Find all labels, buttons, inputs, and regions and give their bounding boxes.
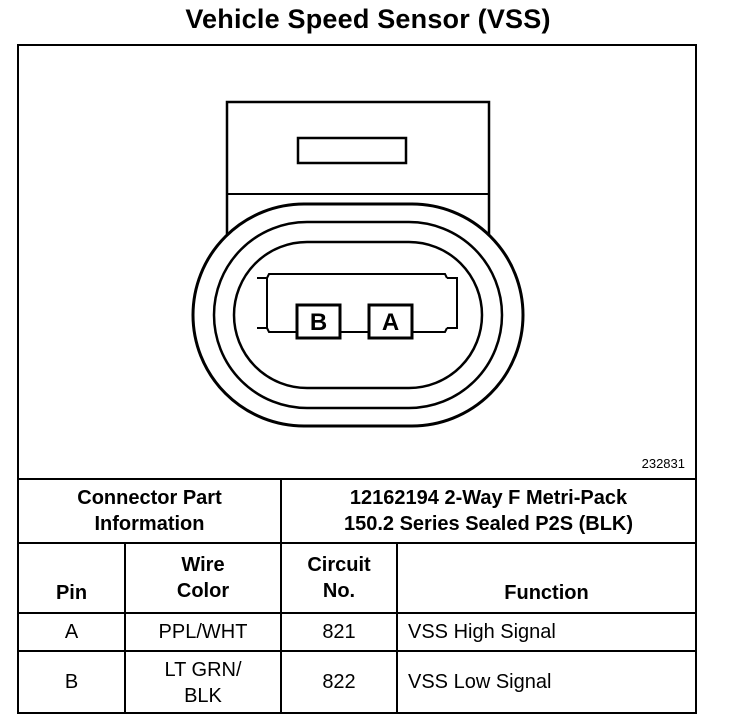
part-info-label-line2: Information [94, 513, 205, 535]
row-b-circuit: 822 [280, 650, 398, 713]
row-a-pin: A [19, 612, 126, 652]
part-info-value-line1: 12162194 2-Way F Metri-Pack [349, 487, 628, 509]
column-header-pin: Pin [19, 542, 126, 614]
column-header-circuit: Circuit No. [280, 542, 398, 614]
connector-info-table: Connector Part Information 12162194 2-Wa… [19, 478, 696, 713]
column-header-circuit-line1: Circuit [307, 554, 371, 576]
column-header-wire: Wire Color [124, 542, 282, 614]
column-header-circuit-line2: No. [322, 580, 356, 602]
row-a-function: VSS High Signal [395, 612, 696, 652]
connector-cavity [232, 240, 484, 390]
pin-a-window [367, 303, 414, 340]
figure-number: 232831 [641, 456, 685, 471]
part-info-value-line2: 150.2 Series Sealed P2S (BLK) [343, 513, 634, 535]
row-a-wire-color: PPL/WHT [124, 612, 282, 652]
column-header-row: Pin Wire Color Circuit No. Function [19, 542, 696, 614]
pin-b-window [295, 303, 342, 340]
table-row: A PPL/WHT 821 VSS High Signal [19, 612, 696, 652]
row-b-pin: B [19, 650, 126, 713]
part-info-label-cell: Connector Part Information [19, 478, 282, 544]
diagram-frame: B A 232831 Connector Part Information 12… [17, 44, 697, 714]
row-b-wire-color-line1: LT GRN/ [164, 658, 242, 681]
pin-carrier [257, 273, 458, 333]
row-b-wire-color: LT GRN/ BLK [124, 650, 282, 713]
page-title: Vehicle Speed Sensor (VSS) [185, 4, 551, 34]
part-info-row: Connector Part Information 12162194 2-Wa… [19, 478, 696, 544]
connector-face-illustration: B A [191, 100, 525, 428]
pin-b-label: B [310, 309, 327, 336]
pin-a-label: A [382, 309, 399, 336]
column-header-function: Function [395, 542, 696, 614]
table-row: B LT GRN/ BLK 822 VSS Low Signal [19, 650, 696, 713]
lock-slot [296, 136, 408, 165]
row-b-function: VSS Low Signal [395, 650, 696, 713]
connector-inner-shell [212, 220, 504, 410]
part-info-value-cell: 12162194 2-Way F Metri-Pack 150.2 Series… [279, 478, 696, 544]
column-header-wire-line2: Color [176, 580, 230, 602]
connector-outer-shell [191, 202, 525, 428]
row-b-wire-color-line2: BLK [184, 684, 222, 707]
column-header-wire-line1: Wire [181, 554, 225, 576]
part-info-label-line1: Connector Part [77, 487, 222, 509]
row-a-circuit: 821 [280, 612, 398, 652]
connector-drawing: B A [19, 46, 695, 478]
